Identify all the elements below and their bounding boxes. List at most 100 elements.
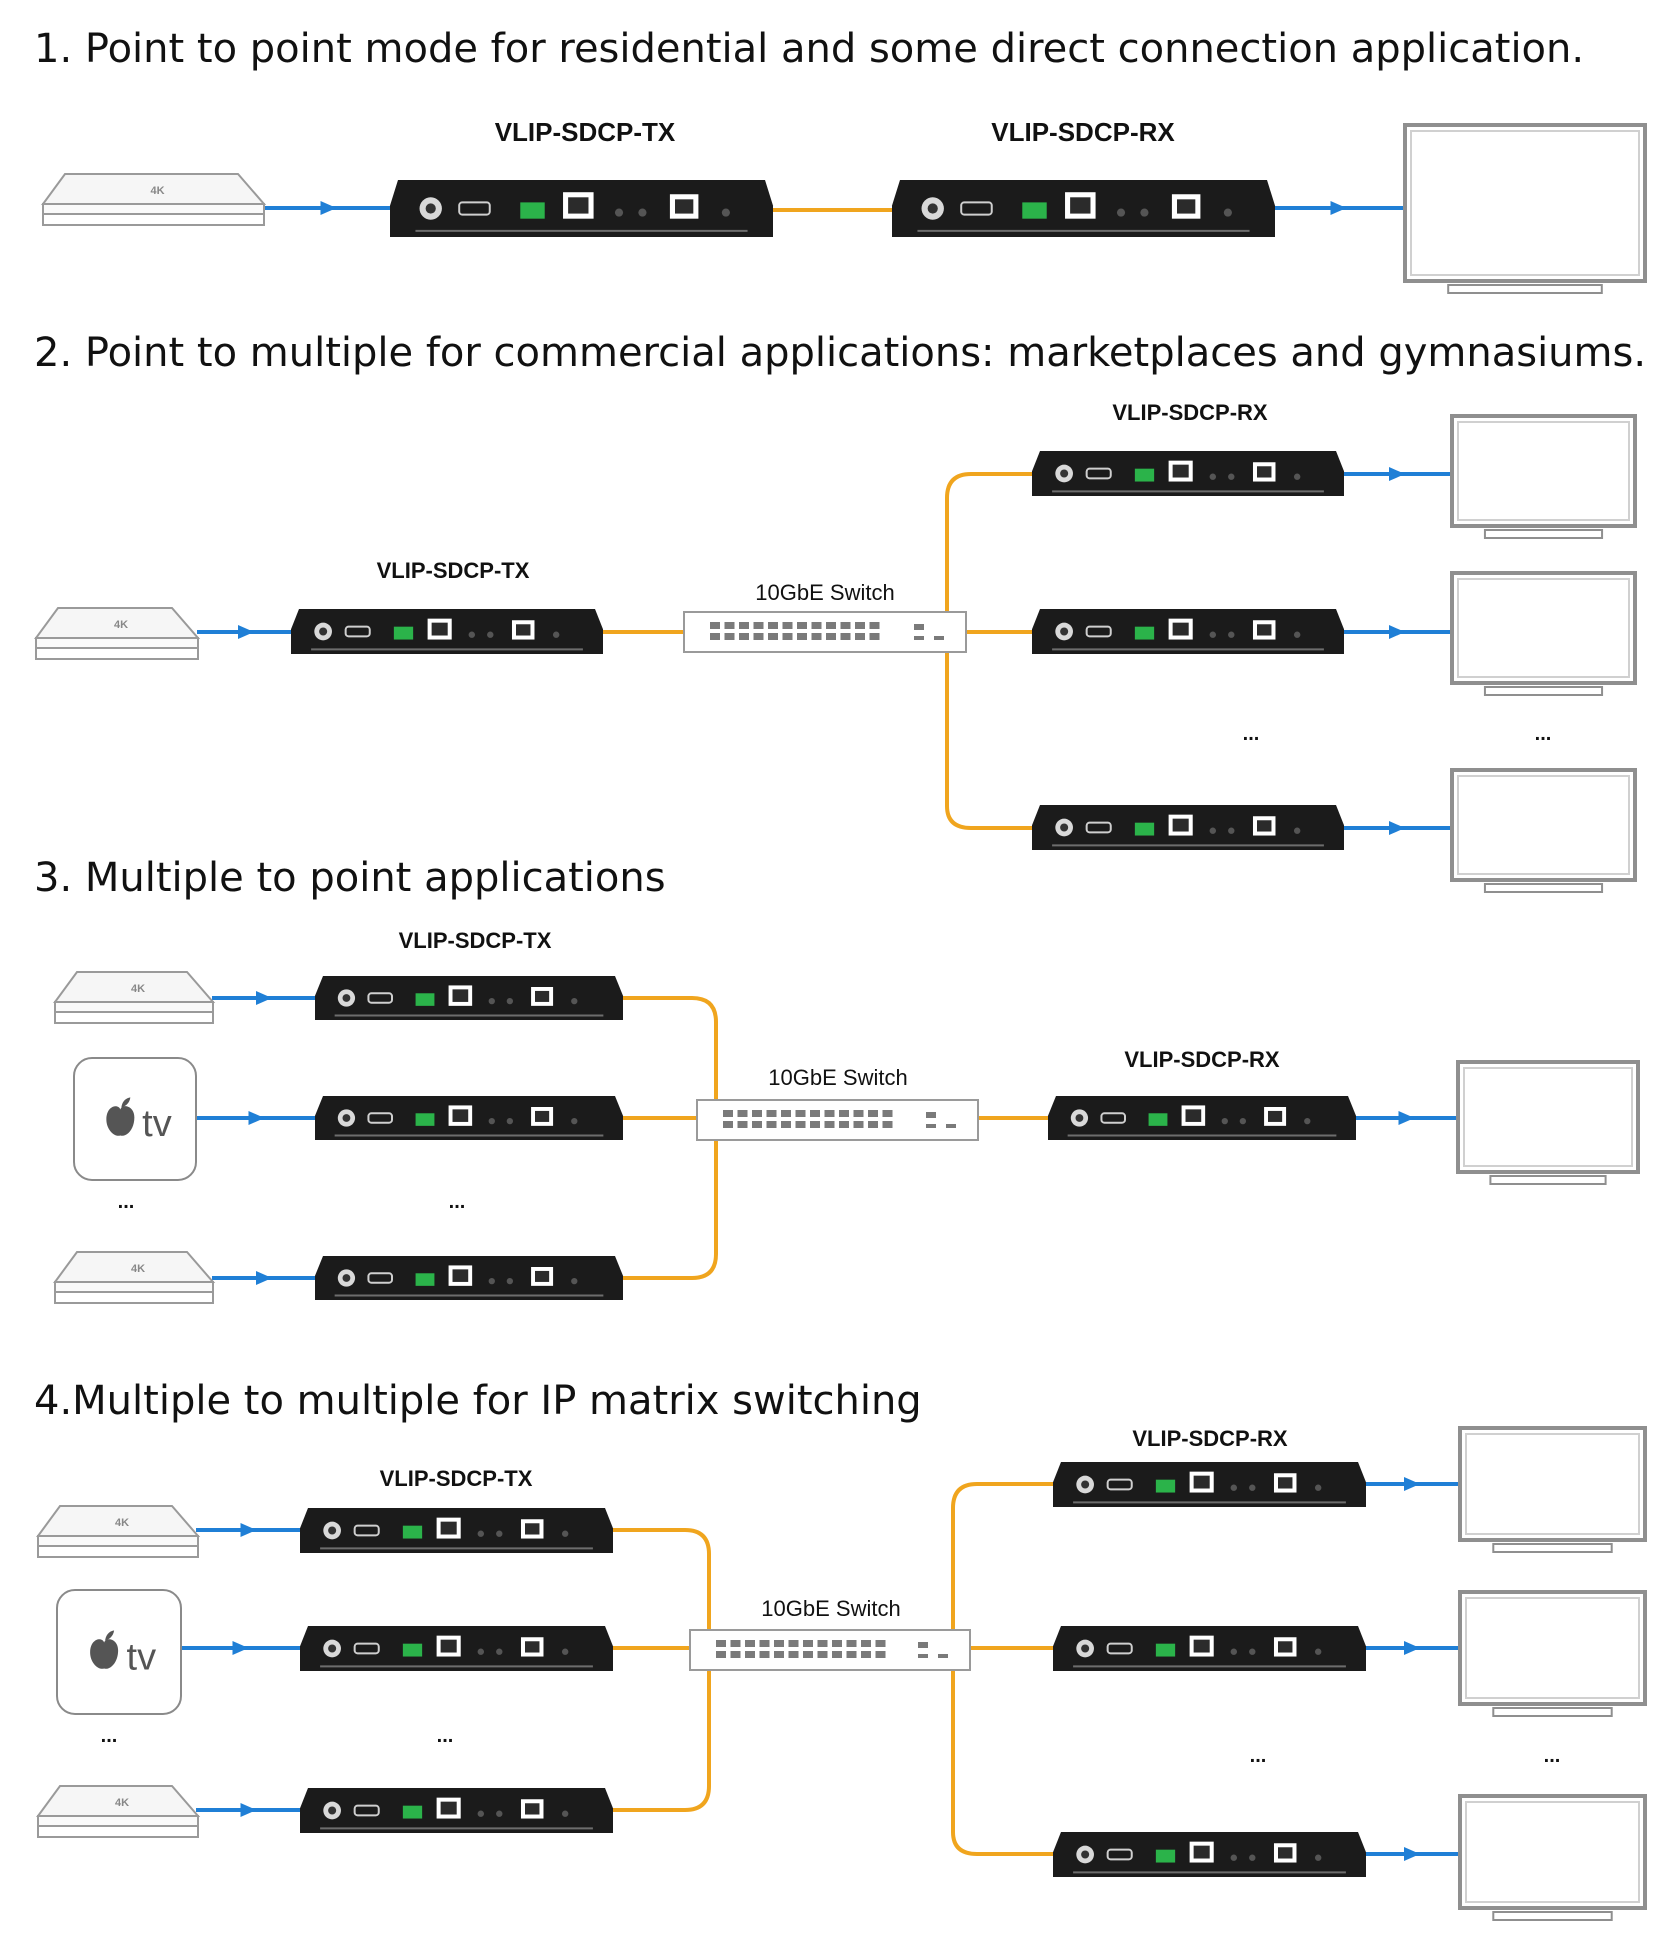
s3-hdmi-2-arrow	[248, 1111, 265, 1125]
s4-hdmi-out-1-arrow	[1404, 1477, 1420, 1491]
ir-out-jack	[638, 208, 647, 217]
s2-rx-3	[1032, 805, 1344, 850]
player-4k-label: 4K	[150, 185, 164, 197]
switch-port-bottom	[797, 633, 807, 640]
switch-port-bottom	[752, 1121, 762, 1128]
ir-in-jack	[488, 1278, 495, 1285]
switch-port-bottom	[710, 633, 720, 640]
rj45-port-inner	[431, 622, 448, 636]
ir-out-jack	[496, 1810, 503, 1817]
switch-uplink-3	[938, 1654, 948, 1658]
hdmi-port-icon	[353, 1524, 380, 1537]
s4-tv-1-inner	[1465, 1433, 1640, 1535]
s4-src-ellipsis: ...	[101, 1725, 118, 1747]
lan-port-inner	[1278, 1847, 1293, 1859]
switch-port-bottom	[869, 633, 880, 640]
s4-tx-1	[300, 1508, 613, 1553]
s4-tx-2	[300, 1626, 613, 1671]
switch-uplink-2	[914, 636, 924, 640]
hdmi-port-icon	[367, 992, 393, 1004]
s2-tv-2-inner	[1457, 578, 1630, 678]
power-jack-core	[1060, 627, 1069, 636]
terminal-block-icon	[393, 626, 414, 640]
apple-logo-icon	[90, 1639, 119, 1669]
power-jack-core	[1081, 1850, 1090, 1859]
ir-out-jack	[1228, 473, 1235, 480]
rj45-port-inner	[452, 1269, 469, 1282]
switch-port-bottom	[875, 1651, 886, 1658]
ir-out-jack	[496, 1530, 503, 1537]
s2-tx-label: VLIP-SDCP-TX	[377, 558, 530, 583]
switch-port-bottom	[810, 1121, 820, 1128]
s2-hdmi-top-arrow	[1389, 467, 1405, 481]
s4-net-bot	[951, 1648, 1055, 1856]
s1-rx-label: VLIP-SDCP-RX	[991, 117, 1175, 147]
ir-out-jack	[1249, 1648, 1256, 1655]
s2-switch-label: 10GbE Switch	[755, 580, 894, 605]
terminal-block-icon	[1155, 1479, 1176, 1493]
s4-rx-2	[1053, 1626, 1366, 1671]
hdmi-port-icon	[1106, 1478, 1133, 1491]
ir-in-jack	[477, 1810, 485, 1817]
power-jack-core	[1060, 823, 1069, 832]
lan-port-inner	[675, 199, 694, 214]
terminal-block-icon	[415, 1273, 435, 1286]
s4-tv-2	[1458, 1590, 1647, 1717]
s2-tv-2-screen	[1450, 571, 1637, 685]
s2-player-base	[35, 647, 199, 660]
audio-jack	[571, 1118, 578, 1125]
ir-in-jack	[1209, 473, 1217, 480]
rj45-port-inner	[1193, 1639, 1210, 1653]
s4-tv-3	[1458, 1794, 1647, 1921]
switch-uplink	[926, 1112, 936, 1118]
switch-port-top	[768, 622, 778, 629]
hdmi-port-icon	[1106, 1642, 1133, 1655]
switch-port-bottom	[768, 633, 778, 640]
lan-port-inner	[1257, 466, 1272, 478]
s4-tv-1-screen	[1458, 1426, 1647, 1542]
label-strip	[415, 229, 748, 232]
audio-jack	[1223, 208, 1232, 217]
s1-tv-stand	[1447, 284, 1603, 294]
lan-port-inner	[1177, 199, 1196, 214]
s1-player-mid	[42, 203, 265, 215]
s4-hdmi-3-arrow	[240, 1803, 257, 1817]
s2-hdmi-bot-arrow	[1389, 821, 1405, 835]
lan-port-inner	[1257, 624, 1272, 636]
power-jack-core	[328, 1644, 337, 1653]
switch-port-bottom	[861, 1651, 871, 1658]
audio-jack	[1293, 473, 1301, 480]
switch-port-top	[803, 1640, 813, 1647]
rj45-port-inner	[1185, 1109, 1202, 1122]
s1-player-base	[42, 213, 265, 226]
switch-port-top	[855, 622, 865, 629]
s2-tv-3-screen	[1450, 768, 1637, 882]
s3-tv-stand	[1489, 1175, 1607, 1185]
s3-appletv: tv	[73, 1057, 197, 1181]
s4-tv-3-stand	[1492, 1911, 1613, 1921]
power-jack-core	[319, 627, 328, 636]
switch-port-top	[861, 1640, 871, 1647]
ir-in-jack	[1116, 208, 1126, 217]
switch-port-top	[753, 622, 764, 629]
s2-rx-2	[1032, 609, 1344, 654]
s2-tv-3	[1450, 768, 1637, 893]
apple-leaf	[121, 1097, 131, 1108]
ir-in-jack	[477, 1648, 485, 1655]
switch-uplink-2	[926, 1124, 936, 1128]
s4-tv-1-stand	[1492, 1543, 1613, 1553]
hdmi-port-icon	[1085, 821, 1112, 834]
section-3-heading: 3. Multiple to point applications	[34, 855, 666, 901]
switch-port-bottom	[855, 633, 865, 640]
section-1-heading: 1. Point to point mode for residential a…	[34, 26, 1585, 72]
switch-port-bottom	[846, 1651, 857, 1658]
s4-tv-2-screen	[1458, 1590, 1647, 1706]
lan-port-inner	[535, 1110, 550, 1122]
s2-net-bot	[945, 632, 1035, 830]
audio-jack	[561, 1810, 569, 1817]
power-jack-core	[1075, 1114, 1084, 1122]
lan-port-inner	[1257, 820, 1272, 832]
s2-tx	[291, 609, 603, 654]
